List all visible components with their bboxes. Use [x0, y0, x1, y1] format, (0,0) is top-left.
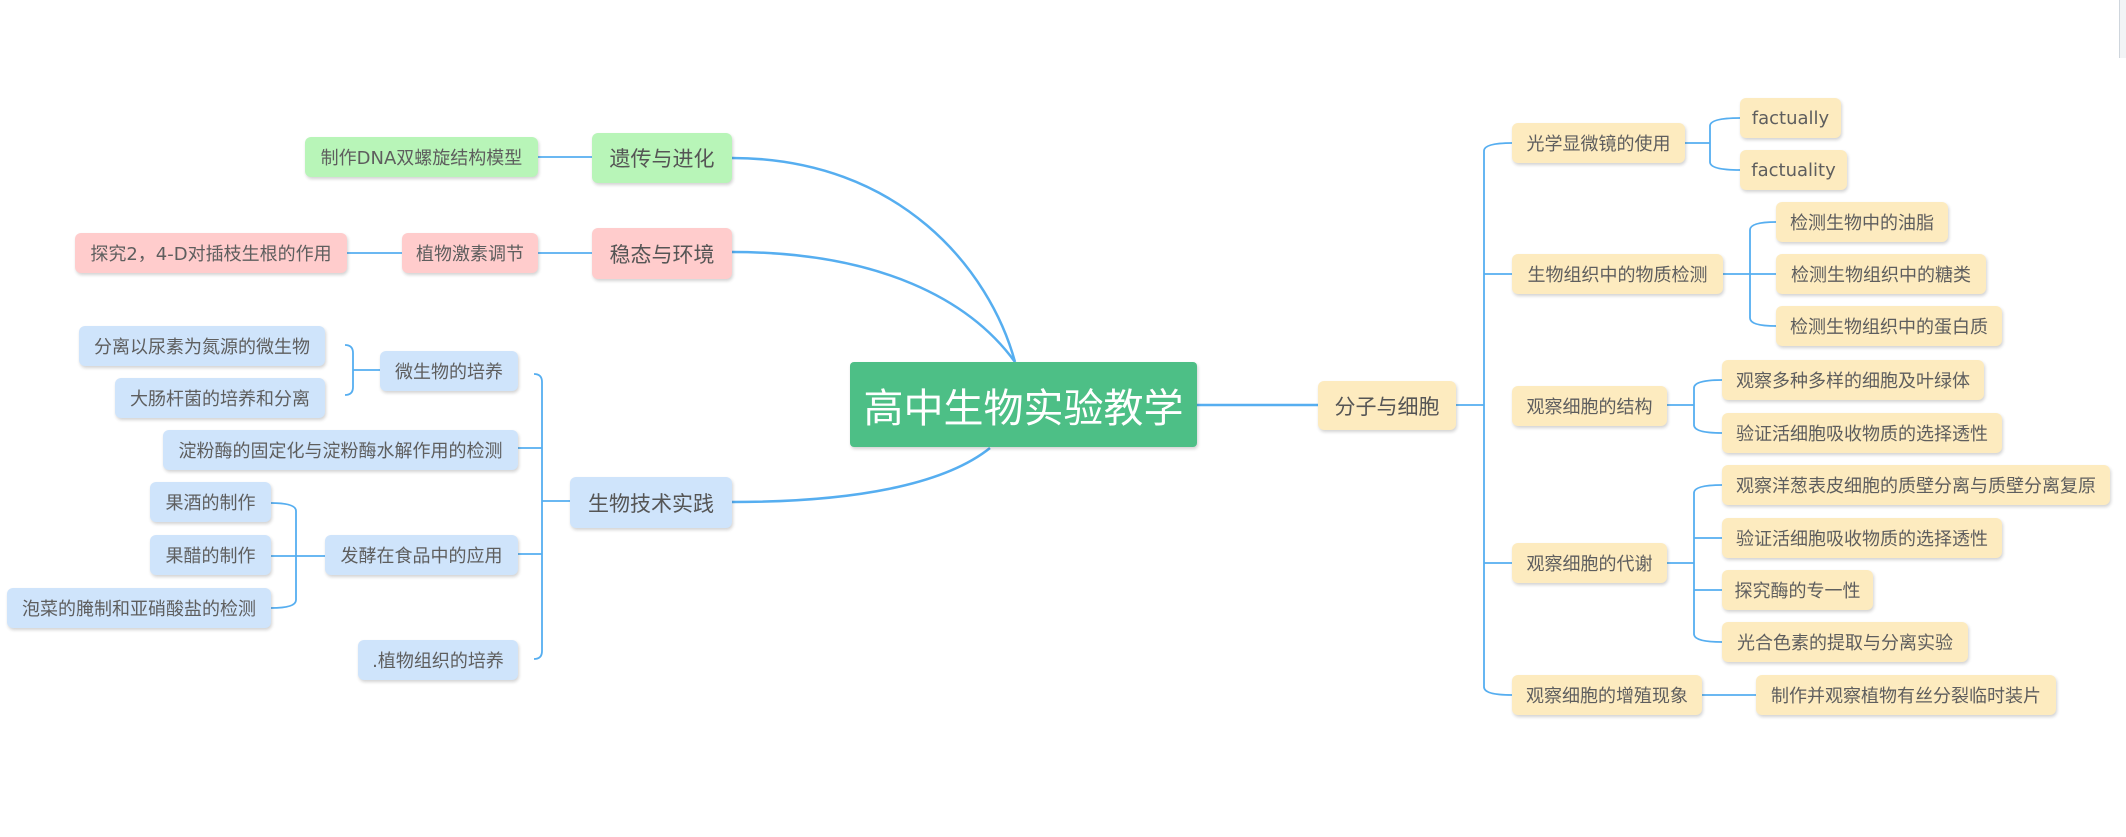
connector-root-biotech [731, 447, 991, 504]
connector-microbe [344, 344, 380, 396]
connector-metabolism [1667, 484, 1723, 643]
subtopic-urea-microbe[interactable]: 分离以尿素为氮源的微生物 [79, 326, 325, 366]
connector-root-homeostasis [731, 250, 1017, 363]
topic-homeostasis-environment[interactable]: 稳态与环境 [592, 228, 732, 279]
root-topic[interactable]: 高中生物实验教学 [850, 362, 1197, 447]
subtopic-ecoli[interactable]: 大肠杆菌的培养和分离 [115, 378, 325, 418]
subtopic-microscope[interactable]: 光学显微镜的使用 [1512, 123, 1685, 163]
connector-biotech-trunk [518, 373, 570, 660]
connector-detect [1723, 221, 1777, 327]
leaf-detect-protein[interactable]: 检测生物组织中的蛋白质 [1776, 306, 2002, 346]
subtopic-amylase[interactable]: 淀粉酶的固定化与淀粉酶水解作用的检测 [163, 430, 518, 470]
subtopic-pickle[interactable]: 泡菜的腌制和亚硝酸盐的检测 [7, 588, 271, 628]
subtopic-cell-proliferation[interactable]: 观察细胞的增殖现象 [1512, 675, 1702, 715]
leaf-detect-sugar[interactable]: 检测生物组织中的糖类 [1776, 254, 1986, 294]
connector-structure [1667, 379, 1723, 434]
connector-ferment [270, 502, 325, 609]
topic-genetics-evolution[interactable]: 遗传与进化 [592, 133, 732, 183]
connector-root-genetics [731, 156, 1017, 363]
leaf-mitosis-slide[interactable]: 制作并观察植物有丝分裂临时装片 [1756, 675, 2056, 715]
leaf-plasmolysis[interactable]: 观察洋葱表皮细胞的质壁分离与质壁分离复原 [1722, 465, 2110, 505]
subtopic-vinegar[interactable]: 果醋的制作 [150, 535, 271, 575]
topic-molecule-cell[interactable]: 分子与细胞 [1318, 381, 1456, 430]
leaf-detect-lipid[interactable]: 检测生物中的油脂 [1776, 202, 1948, 242]
subtopic-microbe-culture[interactable]: 微生物的培养 [380, 351, 518, 391]
leaf-pigment-extraction[interactable]: 光合色素的提取与分离实验 [1722, 622, 1968, 662]
subtopic-dna-model[interactable]: 制作DNA双螺旋结构模型 [305, 137, 538, 177]
subtopic-fermentation[interactable]: 发酵在食品中的应用 [325, 535, 518, 575]
topic-biotech-practice[interactable]: 生物技术实践 [570, 477, 732, 528]
leaf-observe-cells[interactable]: 观察多种多样的细胞及叶绿体 [1722, 360, 1984, 400]
connector-microscope [1685, 117, 1741, 171]
subtopic-cell-structure[interactable]: 观察细胞的结构 [1512, 386, 1667, 426]
leaf-factuality[interactable]: factuality [1740, 150, 1847, 190]
subtopic-24d-rooting[interactable]: 探究2，4-D对插枝生根的作用 [75, 233, 347, 273]
leaf-enzyme-specificity[interactable]: 探究酶的专一性 [1722, 570, 1873, 610]
leaf-selective-permeability-2[interactable]: 验证活细胞吸收物质的选择透性 [1722, 518, 2002, 558]
subtopic-wine[interactable]: 果酒的制作 [150, 482, 271, 522]
subtopic-substance-detection[interactable]: 生物组织中的物质检测 [1512, 254, 1723, 294]
subtopic-cell-metabolism[interactable]: 观察细胞的代谢 [1512, 543, 1667, 583]
subtopic-plant-hormone[interactable]: 植物激素调节 [402, 233, 538, 273]
scrollbar-edge[interactable] [2119, 0, 2126, 58]
leaf-selective-permeability-1[interactable]: 验证活细胞吸收物质的选择透性 [1722, 413, 2002, 453]
subtopic-plant-tissue[interactable]: .植物组织的培养 [358, 640, 518, 680]
leaf-factually[interactable]: factually [1740, 98, 1841, 138]
